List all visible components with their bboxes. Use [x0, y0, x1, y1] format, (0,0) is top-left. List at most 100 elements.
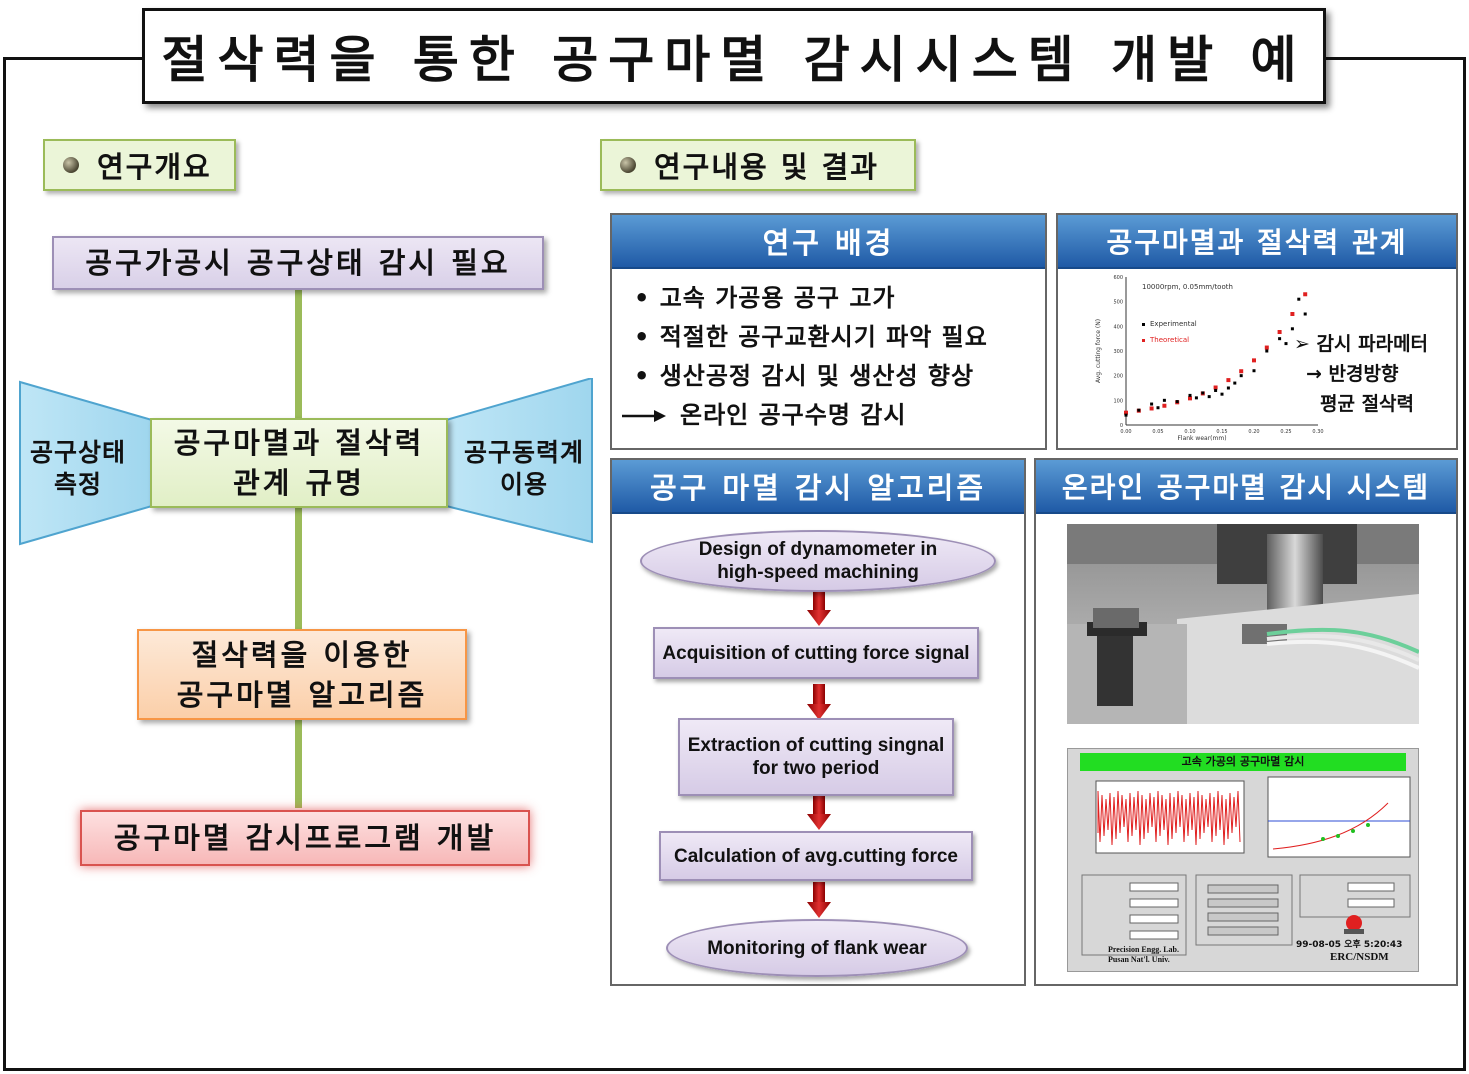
list-item: • 적절한 공구교환시기 파악 필요: [634, 323, 988, 351]
arrow-right-icon: [622, 409, 666, 422]
data-point-experimental: [1278, 337, 1282, 341]
data-point-experimental: [1290, 327, 1294, 331]
legend-theoretical: Theoretical: [1149, 336, 1189, 344]
section-title-results: 연구내용 및 결과: [600, 139, 916, 191]
screen-graphics: [1081, 776, 1411, 956]
chart-annotation: ➢ 감시 파라메터 → 반경방향 평균 절삭력: [1294, 329, 1454, 419]
screen-time: 99-08-05 오후 5:20:43: [1296, 940, 1403, 950]
panel-system-header: 온라인 공구마멸 감시 시스템: [1036, 460, 1456, 514]
data-point-theoretical: [1188, 396, 1192, 401]
data-point-theoretical: [1124, 410, 1128, 415]
flow-arrows: [807, 590, 831, 918]
data-point-experimental: [1175, 400, 1179, 404]
data-point-experimental: [1194, 396, 1198, 400]
machining-photo: [1067, 524, 1419, 724]
x-tick-label: 0.25: [1280, 429, 1291, 435]
box-wear-force-relation: 공구마멸과 절삭력 관계 규명: [150, 418, 448, 508]
box-monitoring-need: 공구가공시 공구상태 감시 필요: [52, 236, 544, 290]
data-point-experimental: [1284, 342, 1288, 346]
data-point-theoretical: [1162, 403, 1167, 408]
legend-experimental: Experimental: [1150, 320, 1197, 328]
x-tick-label: 0.00: [1120, 429, 1131, 435]
monitoring-software-screen: 고속 가공의 공구마멸 감시 Precision Engg. Lab. Pusa…: [1067, 748, 1419, 972]
section-title-overview-label: 연구개요: [97, 150, 212, 184]
data-point-experimental: [1150, 402, 1154, 406]
section-title-overview: 연구개요: [43, 139, 236, 191]
data-point-theoretical: [1149, 406, 1154, 411]
data-point-theoretical: [1303, 292, 1308, 297]
down-arrow-icon: [807, 794, 831, 830]
bullet-icon: [63, 157, 79, 173]
x-axis-label: Flank wear(mm): [1177, 435, 1226, 442]
x-tick-label: 0.10: [1184, 429, 1195, 435]
step-signal-extraction: Extraction of cutting singnal for two pe…: [678, 718, 954, 796]
data-point-experimental: [1137, 408, 1141, 412]
data-point-theoretical: [1239, 369, 1244, 374]
data-point-theoretical: [1213, 385, 1218, 390]
box-monitoring-program: 공구마멸 감시프로그램 개발: [80, 810, 530, 866]
data-point-theoretical: [1226, 378, 1231, 383]
annotation-line: 평균 절삭력: [1320, 393, 1415, 415]
page-title: 절삭력을 통한 공구마멸 감시시스템 개발 예: [142, 8, 1326, 104]
annotation-line: ➢ 감시 파라메터: [1294, 333, 1429, 355]
data-point-experimental: [1207, 395, 1211, 399]
flow-connector: [295, 288, 302, 808]
legend-marker-experimental: [1142, 323, 1145, 326]
step-force-calculation: Calculation of avg.cutting force: [659, 831, 973, 881]
data-point-experimental: [1201, 391, 1205, 395]
data-point-experimental: [1214, 388, 1218, 392]
x-tick-label: 0.20: [1248, 429, 1259, 435]
panel-relation-header: 공구마멸과 절삭력 관계: [1058, 215, 1456, 269]
down-arrow-icon: [807, 590, 831, 626]
data-point-experimental: [1233, 381, 1237, 385]
background-list: • 고속 가공용 공구 고가 • 적절한 공구교환시기 파악 필요 • 생산공정…: [612, 269, 1045, 435]
side-trapezoids: [19, 378, 593, 546]
y-tick-label: 100: [1113, 398, 1123, 404]
bullet-icon: [620, 157, 636, 173]
y-axis-label: Avg. cutting force (N): [1095, 319, 1102, 383]
panel-algorithm-header: 공구 마멸 감시 알고리즘: [612, 460, 1024, 514]
data-point-experimental: [1156, 406, 1160, 410]
down-arrow-icon: [807, 684, 831, 720]
data-point-experimental: [1252, 369, 1256, 373]
screen-title: 고속 가공의 공구마멸 감시: [1080, 753, 1406, 771]
box-monitoring-need-label: 공구가공시 공구상태 감시 필요: [85, 246, 511, 280]
x-tick-label: 0.30: [1312, 429, 1323, 435]
side-label-left: 공구상태 측정: [29, 438, 126, 499]
data-point-experimental: [1124, 413, 1128, 417]
panel-background-header: 연구 배경: [612, 215, 1045, 269]
data-point-theoretical: [1290, 312, 1295, 316]
panel-background: 연구 배경 • 고속 가공용 공구 고가 • 적절한 공구교환시기 파악 필요 …: [610, 213, 1047, 450]
step-wear-monitoring: Monitoring of flank wear: [666, 919, 968, 977]
list-item: • 고속 가공용 공구 고가: [634, 284, 896, 312]
down-arrow-icon: [807, 882, 831, 918]
alarm-lamp-icon: [1346, 915, 1362, 931]
data-point-experimental: [1220, 392, 1224, 396]
data-point-experimental: [1188, 393, 1192, 397]
y-tick-label: 200: [1113, 374, 1123, 380]
y-tick-label: 500: [1113, 300, 1123, 306]
data-point-experimental: [1265, 349, 1269, 353]
chart-title: 10000rpm, 0.05mm/tooth: [1142, 283, 1233, 291]
list-item-conclusion: 온라인 공구수명 감시: [622, 396, 1045, 435]
y-tick-label: 400: [1113, 324, 1123, 330]
y-tick-label: 0: [1120, 423, 1123, 429]
list-item: • 생산공정 감시 및 생산성 향상: [634, 362, 975, 390]
data-point-experimental: [1226, 386, 1230, 390]
step-dynamometer-design: Design of dynamometer in high-speed mach…: [640, 530, 996, 592]
data-point-experimental: [1162, 398, 1166, 402]
data-point-experimental: [1303, 312, 1307, 316]
data-point-experimental: [1297, 297, 1301, 301]
data-point-experimental: [1239, 374, 1243, 378]
screen-lab-label: Precision Engg. Lab. Pusan Nat'l. Univ.: [1108, 945, 1179, 964]
x-tick-label: 0.15: [1216, 429, 1227, 435]
step-signal-acquisition: Acquisition of cutting force signal: [653, 627, 979, 679]
side-label-right: 공구동력계 이용: [463, 438, 584, 499]
screen-erc-label: ERC/NSDM: [1330, 951, 1389, 963]
legend-marker-theoretical: [1142, 339, 1145, 342]
box-wear-algorithm: 절삭력을 이용한 공구마멸 알고리즘: [137, 629, 467, 720]
data-point-theoretical: [1264, 345, 1269, 350]
y-tick-label: 300: [1113, 349, 1123, 355]
